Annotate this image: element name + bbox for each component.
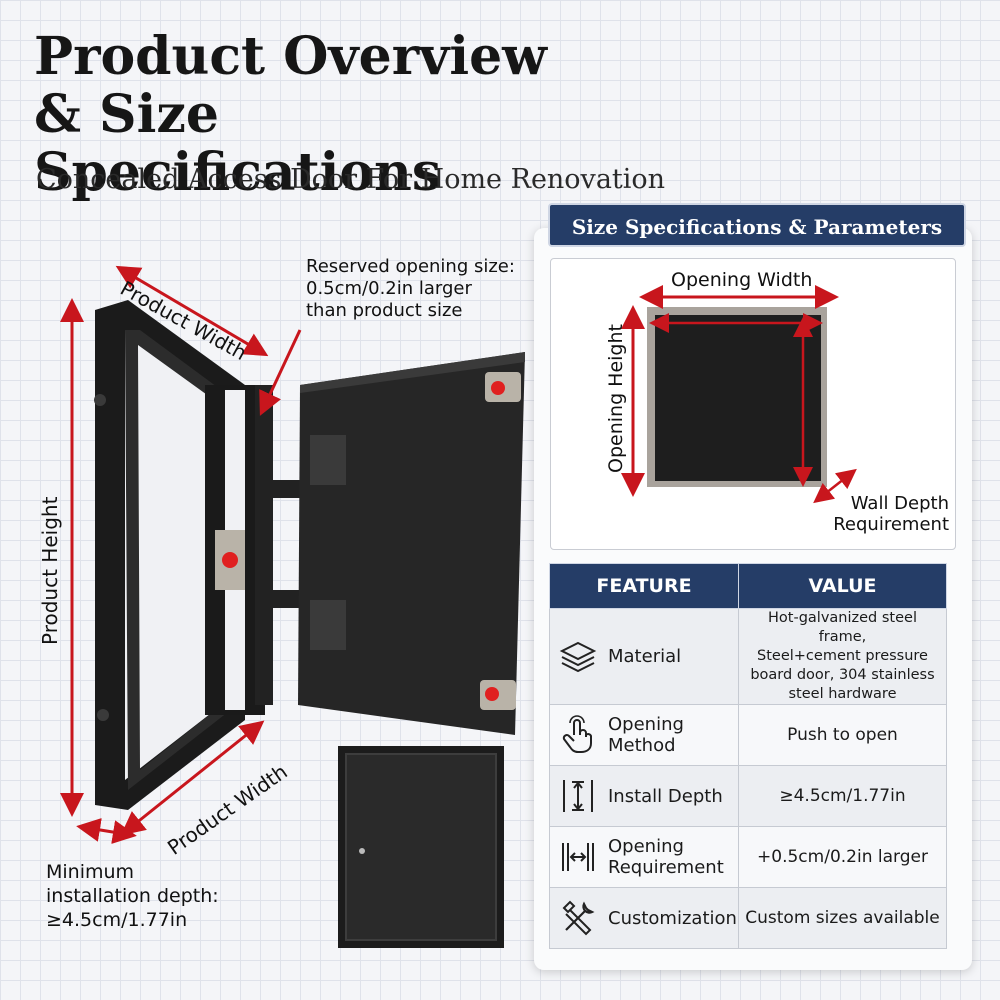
opening-width-label: Opening Width	[671, 269, 813, 291]
opening-height-label: Opening Height	[605, 324, 627, 473]
width-arrows-icon	[562, 843, 594, 871]
value-line: Steel+cement pressure	[757, 648, 928, 664]
feature-label: Opening	[608, 714, 684, 735]
reserved-opening-line: 0.5cm/0.2in larger	[306, 278, 472, 299]
feature-cell: Material	[549, 608, 739, 705]
min-depth-line: Minimum	[46, 861, 135, 883]
feature-cell: Install Depth	[549, 765, 739, 827]
feature-label: Method	[608, 735, 676, 756]
closed-door-image	[338, 746, 504, 948]
value-line: steel hardware	[788, 686, 897, 702]
feature-label: Requirement	[608, 857, 724, 878]
opening-pointer-arrow	[259, 329, 302, 416]
feature-cell: Opening Method	[549, 704, 739, 766]
feature-label: Material	[608, 646, 682, 667]
opening-diagram-image	[621, 285, 857, 504]
wall-depth-line: Wall Depth	[850, 493, 949, 514]
value-line: +0.5cm/0.2in larger	[757, 846, 928, 867]
feature-cell: Opening Requirement	[549, 826, 739, 888]
min-depth-line: ≥4.5cm/1.77in	[46, 909, 188, 931]
reserved-opening-line: than product size	[306, 300, 463, 321]
depth-icon	[563, 780, 593, 812]
value-cell: +0.5cm/0.2in larger	[738, 826, 947, 888]
feature-label: Install Depth	[608, 785, 723, 807]
table-row: Install Depth ≥4.5cm/1.77in	[549, 765, 947, 827]
wall-depth-label: Wall Depth Requirement	[831, 493, 949, 535]
value-line: Custom sizes available	[745, 907, 940, 928]
value-line: ≥4.5cm/1.77in	[779, 785, 906, 806]
wall-depth-line: Requirement	[833, 514, 949, 535]
table-row: Material Hot-galvanized steel frame, Ste…	[549, 608, 947, 705]
value-cell: Hot-galvanized steel frame, Steel+cement…	[738, 608, 947, 705]
value-line: Push to open	[787, 724, 898, 745]
layers-icon	[559, 641, 597, 672]
feature-label: Customization	[608, 907, 737, 929]
min-depth-note: Minimum installation depth: ≥4.5cm/1.77i…	[46, 860, 286, 932]
product-illustration	[60, 265, 525, 948]
table-row: Opening Requirement +0.5cm/0.2in larger	[549, 826, 947, 888]
value-line: Hot-galvanized steel frame,	[768, 610, 917, 645]
title-line-2: & Size Specifications	[34, 84, 442, 203]
open-door-image	[298, 352, 525, 735]
spec-panel-header: Size Specifications & Parameters	[548, 203, 966, 247]
depth-arrow	[76, 818, 137, 844]
value-cell: Custom sizes available	[738, 887, 947, 949]
product-width-top-arrow	[115, 265, 269, 357]
feature-column-header: FEATURE	[549, 563, 739, 609]
value-line: board door, 304 stainless	[750, 667, 935, 683]
page-subtitle: Concealed Access Door For Home Renovatio…	[36, 164, 666, 195]
value-cell: Push to open	[738, 704, 947, 766]
hand-pointer-icon	[562, 715, 592, 753]
frame-image	[94, 300, 320, 810]
product-width-bottom-arrow	[120, 720, 265, 836]
spec-table: FEATURE VALUE Material Hot-galvanized st…	[549, 563, 947, 949]
title-line-1: Product Overview	[34, 26, 547, 87]
reserved-opening-line: Reserved opening size:	[306, 256, 515, 277]
opening-diagram: Opening Width Opening Height Wall Depth …	[550, 258, 956, 550]
table-header-row: FEATURE VALUE	[549, 563, 947, 609]
reserved-opening-note: Reserved opening size: 0.5cm/0.2in large…	[306, 256, 546, 322]
page-title: Product Overview & Size Specifications	[34, 28, 634, 202]
table-row: Customization Custom sizes available	[549, 887, 947, 949]
tools-icon	[562, 900, 595, 936]
feature-cell: Customization	[549, 887, 739, 949]
value-cell: ≥4.5cm/1.77in	[738, 765, 947, 827]
min-depth-line: installation depth:	[46, 885, 219, 907]
table-row: Opening Method Push to open	[549, 704, 947, 766]
product-height-label: Product Height	[38, 496, 62, 645]
value-column-header: VALUE	[738, 563, 947, 609]
feature-label: Opening	[608, 836, 684, 857]
